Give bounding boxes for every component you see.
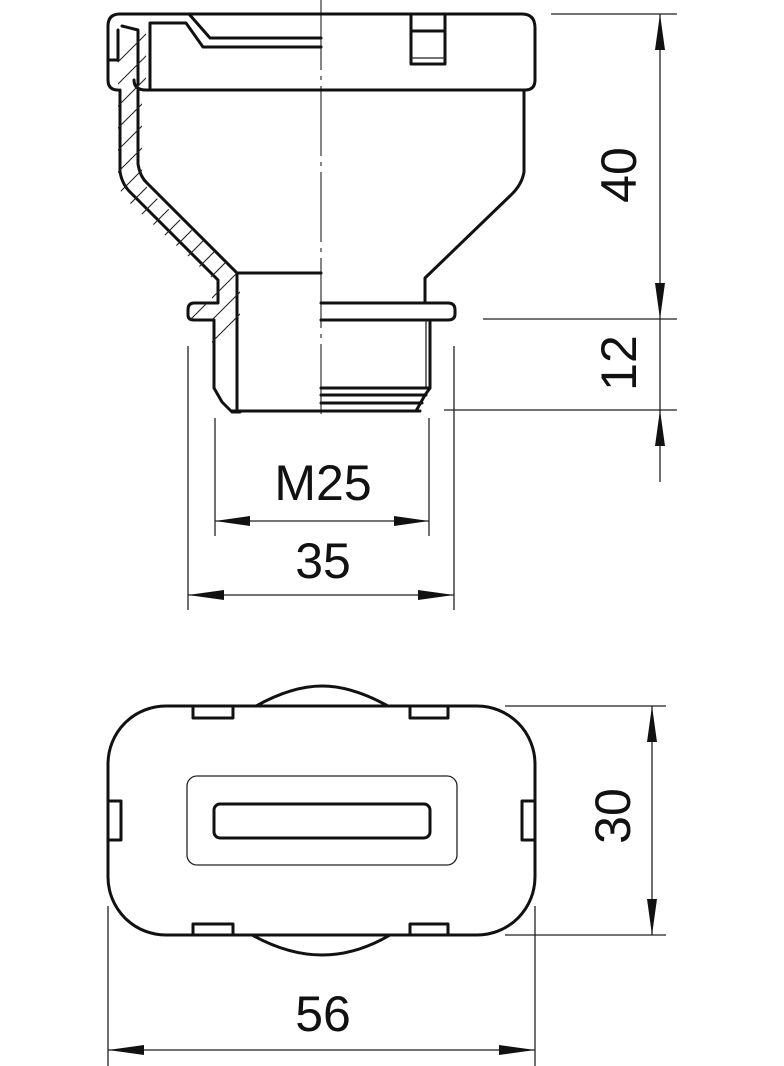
arrow-30-top xyxy=(647,706,657,742)
arrow-35-left xyxy=(188,590,224,600)
arrow-12-bottom xyxy=(655,410,665,446)
dim-label-56: 56 xyxy=(295,986,351,1042)
bulge-top xyxy=(254,684,390,708)
cap-inner-lip xyxy=(148,12,323,92)
arrow-m25-right xyxy=(394,516,429,526)
arrow-35-right xyxy=(418,590,454,600)
body-left-inner xyxy=(136,88,239,414)
dim-label-m25: M25 xyxy=(274,455,371,511)
top-view-body xyxy=(106,704,537,937)
body-right-outer xyxy=(423,88,526,305)
cap-outline xyxy=(118,12,537,92)
body-left-outer xyxy=(118,88,242,414)
arrow-40-top xyxy=(655,14,665,50)
dim-label-12: 12 xyxy=(591,335,647,391)
dim-label-35: 35 xyxy=(295,533,351,589)
cap-left-edge xyxy=(106,12,122,92)
cap-left-clip xyxy=(106,24,140,87)
thread-body-right xyxy=(414,318,432,413)
arrow-40-bottom xyxy=(655,283,665,319)
latch-window xyxy=(409,12,447,66)
arrow-56-left xyxy=(108,1045,144,1055)
thread-lines xyxy=(319,386,432,405)
section-hatching xyxy=(108,20,240,410)
dim-label-40: 40 xyxy=(591,147,647,203)
flange-right xyxy=(319,301,457,322)
recess-outline xyxy=(186,775,458,866)
top-view-tabs xyxy=(106,704,537,937)
cable-slot xyxy=(212,802,432,840)
arrow-56-right xyxy=(499,1045,535,1055)
bulge-bottom xyxy=(250,933,392,957)
dim-label-30: 30 xyxy=(585,788,641,844)
arrow-m25-left xyxy=(215,516,250,526)
side-section-view: M25 35 40 12 xyxy=(106,0,677,610)
arrow-30-bottom xyxy=(647,899,657,935)
top-view: 56 30 xyxy=(106,684,666,1066)
